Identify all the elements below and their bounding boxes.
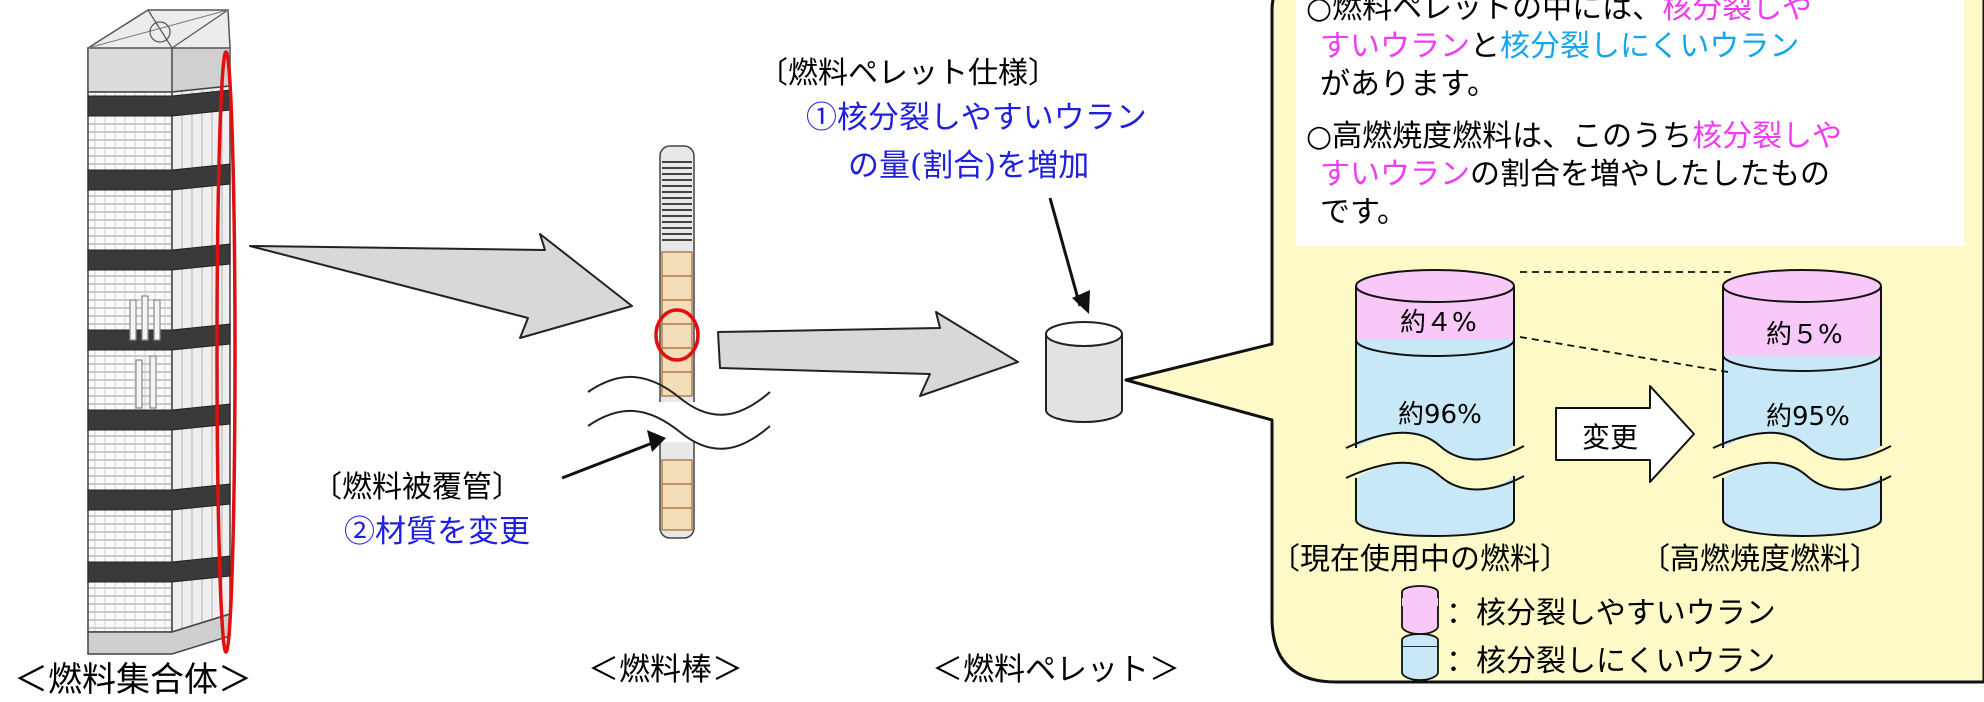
change-arrow bbox=[1555, 385, 1695, 483]
highlighted-pellet-circle bbox=[654, 308, 700, 362]
legend-nonfissile-label: ：核分裂しにくいウラン bbox=[1446, 644, 1776, 679]
high-burnup-nonfissile-label: 約95% bbox=[1766, 402, 1850, 432]
arrow-assembly-to-rod bbox=[249, 233, 633, 339]
current-nonfissile-label: 約96% bbox=[1398, 400, 1482, 430]
pellet-spec-title: 〔燃料ペレット仕様〕 bbox=[758, 56, 1058, 91]
high-burnup-fissile-label: 約５% bbox=[1766, 320, 1843, 350]
legend-fissile-label: ：核分裂しやすいウラン bbox=[1446, 596, 1776, 631]
break-line-top bbox=[587, 375, 771, 416]
current-fissile-label: 約４% bbox=[1400, 308, 1477, 338]
pellet-spec-line1: ①核分裂しやすいウラン bbox=[806, 100, 1147, 136]
callout-description: ○燃料ペレットの中には、核分裂しや すいウランと核分裂しにくいウラン があります… bbox=[1306, 0, 1956, 232]
highlighted-rod-oval bbox=[215, 50, 237, 654]
fuel-assembly-illustration bbox=[87, 9, 237, 655]
pellet-spec-line2: の量(割合)を増加 bbox=[848, 148, 1090, 184]
pellet-caption: ＜燃料ペレット＞ bbox=[932, 652, 1180, 688]
callout-bullet-2: ○高燃焼度燃料は、このうち核分裂しや bbox=[1306, 119, 1842, 154]
callout-text-panel bbox=[1296, 0, 1964, 246]
cladding-change: ②材質を変更 bbox=[344, 514, 530, 550]
legend-swatch-fissile bbox=[1401, 585, 1439, 635]
cladding-title: 〔燃料被覆管〕 bbox=[312, 470, 522, 505]
break-line-bottom bbox=[587, 409, 771, 450]
rod-caption: ＜燃料棒＞ bbox=[588, 652, 743, 688]
cylinder-current bbox=[1345, 269, 1525, 537]
change-label: 変更 bbox=[1582, 421, 1639, 454]
cladding-arrow bbox=[561, 430, 666, 480]
cylinder-high-burnup bbox=[1712, 269, 1892, 537]
assembly-caption: ＜燃料集合体＞ bbox=[14, 660, 252, 700]
pellet-illustration bbox=[1045, 321, 1123, 423]
high-burnup-fuel-caption: 〔高燃焼度燃料〕 bbox=[1640, 542, 1880, 577]
current-fuel-caption: 〔現在使用中の燃料〕 bbox=[1270, 542, 1570, 577]
fuel-rod-illustration bbox=[654, 145, 700, 539]
legend-swatch-nonfissile bbox=[1401, 633, 1439, 681]
arrow-rod-to-pellet bbox=[717, 311, 1019, 397]
spec-arrow bbox=[1048, 197, 1090, 314]
callout-bullet-1: ○燃料ペレットの中には、核分裂しや bbox=[1306, 0, 1812, 26]
